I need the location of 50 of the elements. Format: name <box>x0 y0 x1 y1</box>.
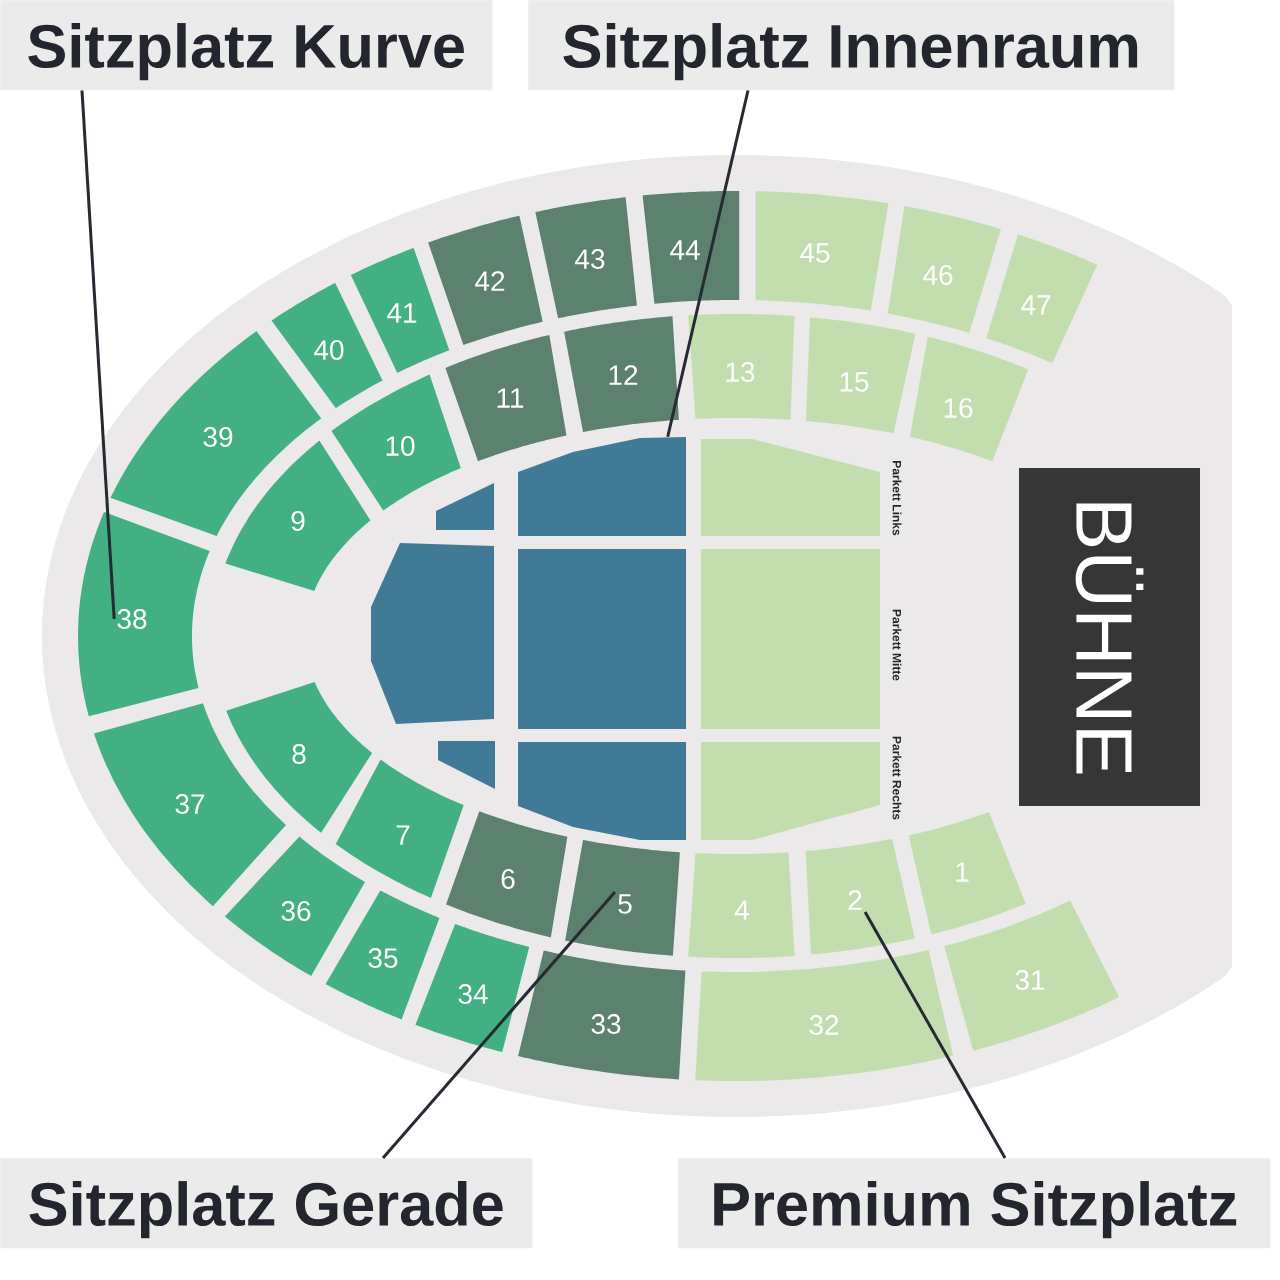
seat-section: 4 <box>688 852 795 958</box>
stage-box: BÜHNE <box>1019 468 1200 806</box>
seat-section: 1 <box>908 811 1026 935</box>
seat-section: 34 <box>415 923 530 1053</box>
node-label: 10 <box>386 436 415 456</box>
leader-line <box>80 90 116 620</box>
seating-block <box>518 437 686 536</box>
seat-section: 45 <box>755 191 889 311</box>
seat-section: 33 <box>518 950 686 1080</box>
seat-section: 10 <box>331 374 461 511</box>
block-label: Parkett Mitte <box>892 609 902 681</box>
seat-section: 47 <box>986 234 1098 364</box>
seating-block <box>438 741 495 789</box>
seating-block <box>518 549 686 729</box>
seat-section: 40 <box>271 282 383 409</box>
seat-section: 5 <box>565 839 680 956</box>
node-label: 8 <box>292 744 306 764</box>
seat-section: 2 <box>805 838 915 955</box>
callout-label: Sitzplatz Gerade <box>0 1158 533 1249</box>
callout-label: Premium Sitzplatz <box>678 1158 1271 1249</box>
seat-section: 46 <box>887 206 1001 333</box>
leader-line <box>666 90 750 438</box>
block-label: Parkett Rechts <box>892 736 902 820</box>
seat-section: 13 <box>688 314 795 420</box>
seat-section: 11 <box>445 335 567 462</box>
seat-section: 32 <box>695 949 954 1081</box>
node-label: 37 <box>175 794 205 814</box>
callout-label: Sitzplatz Innenraum <box>528 0 1175 91</box>
seating-block <box>518 742 686 840</box>
leader-line <box>863 911 1007 1159</box>
seat-section: 8 <box>226 681 373 833</box>
node-label: 7 <box>396 825 410 845</box>
seat-section: 7 <box>335 759 464 898</box>
block-label: Parkett Links <box>892 461 902 536</box>
seat-section: 38 <box>78 512 210 717</box>
seat-section: 6 <box>446 811 568 938</box>
seat-section: 12 <box>564 316 679 433</box>
seating-block <box>436 483 494 530</box>
seat-section: 35 <box>325 890 440 1020</box>
callout-label: Sitzplatz Kurve <box>0 0 493 91</box>
seat-section: 42 <box>428 215 543 345</box>
leader-line <box>381 891 617 1159</box>
node-label: 32 <box>809 1015 839 1035</box>
seat-section: 16 <box>909 336 1029 462</box>
seat-section: 41 <box>350 247 450 373</box>
seat-section: 15 <box>806 317 916 434</box>
seat-section: 31 <box>944 900 1120 1051</box>
seat-section: 36 <box>224 836 365 977</box>
node-label: 9 <box>291 511 305 531</box>
seat-section: 43 <box>535 197 637 319</box>
